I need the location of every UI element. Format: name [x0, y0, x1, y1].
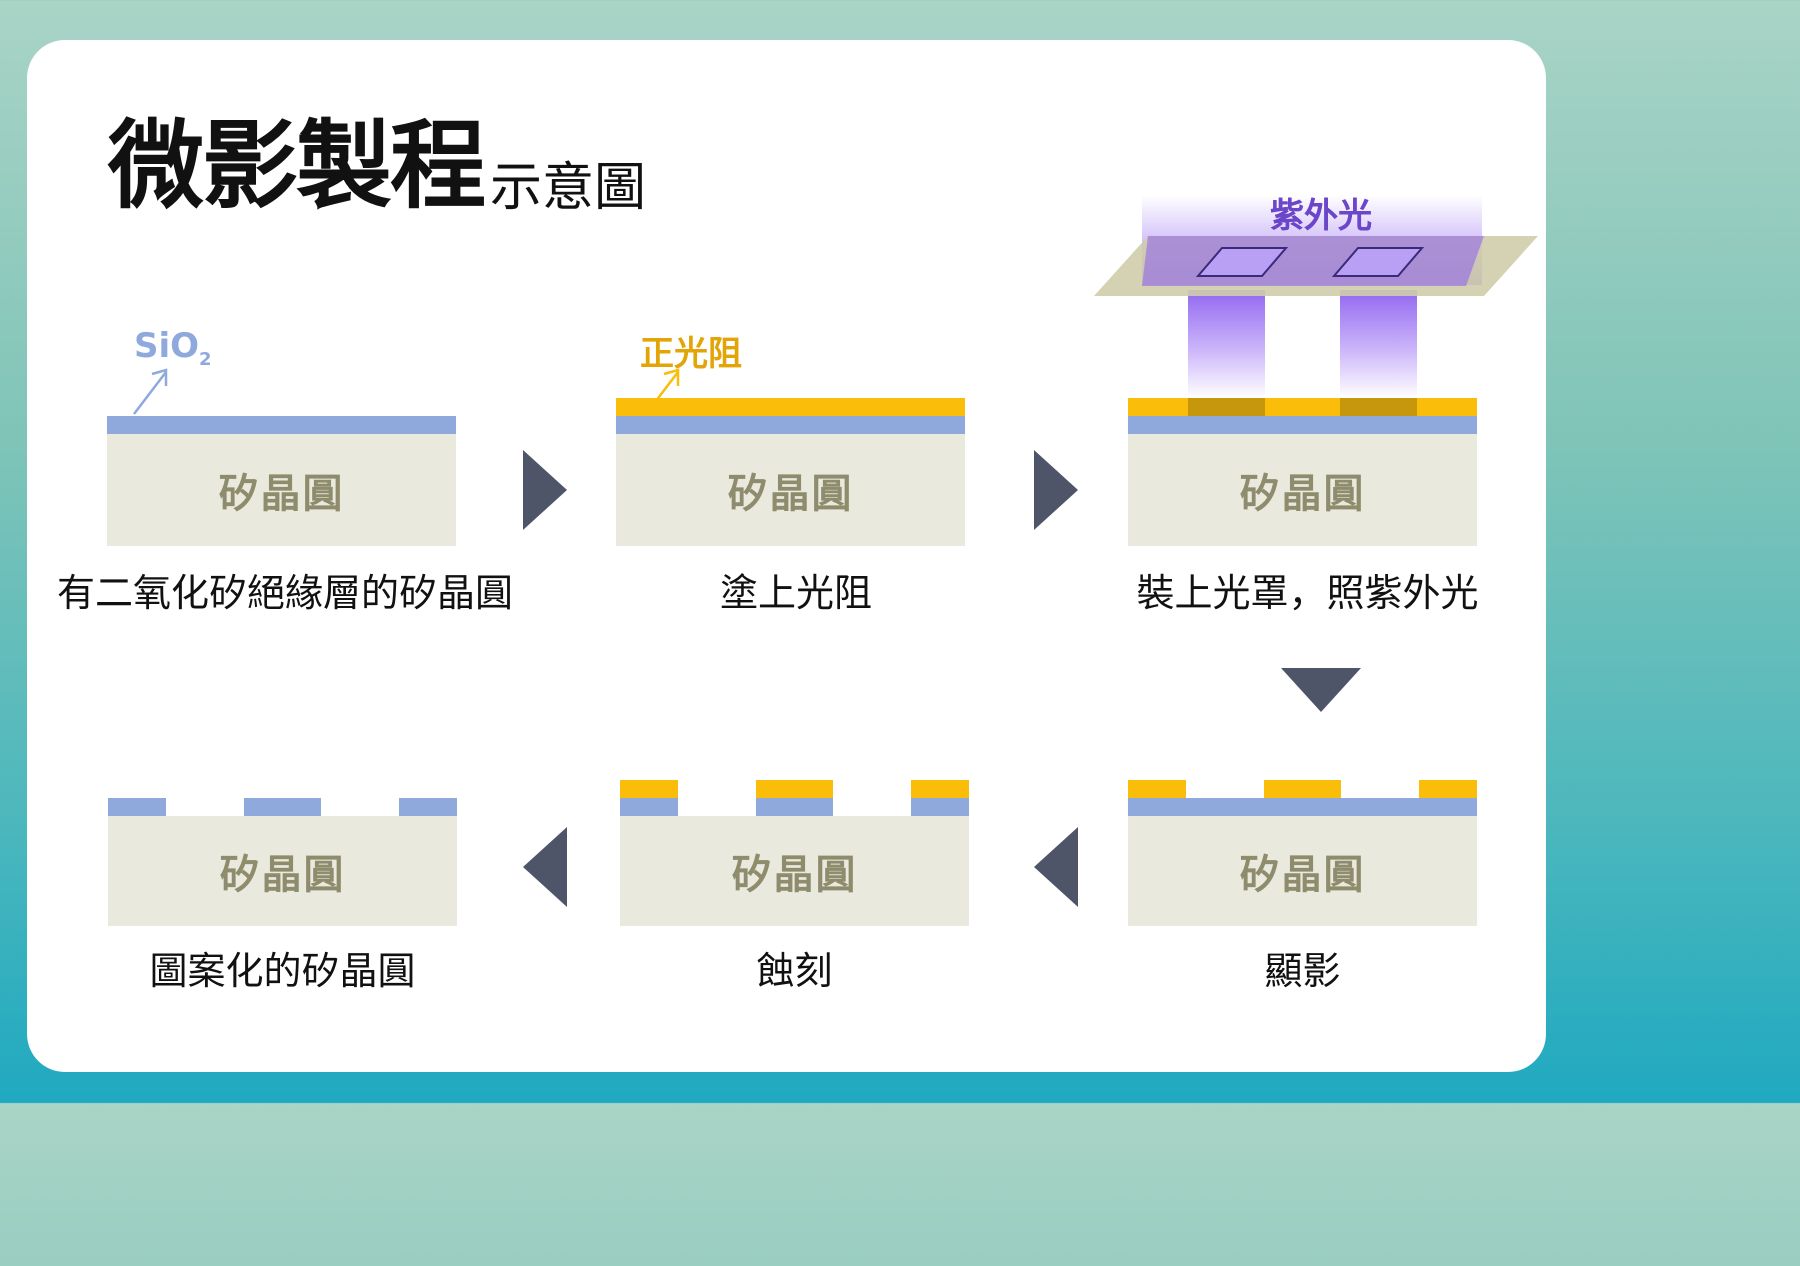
uv-beam — [1340, 290, 1417, 398]
arrow-left-icon — [523, 827, 567, 907]
wafer: 矽晶圓 — [1128, 816, 1477, 926]
exposed-resist — [1340, 398, 1417, 416]
oxide-layer — [107, 416, 456, 434]
oxide-layer — [244, 798, 321, 816]
oxide-layer — [1128, 416, 1477, 434]
title-sub: 示意圖 — [490, 158, 647, 218]
arrow-down-icon — [1281, 668, 1361, 712]
photoresist-label: 正光阻 — [640, 334, 742, 374]
step-caption: 顯影 — [1264, 949, 1341, 993]
photoresist-pointer-head — [663, 368, 680, 386]
oxide-layer — [108, 798, 166, 816]
arrow-left-icon — [1034, 827, 1078, 907]
photoresist-layer — [616, 398, 965, 416]
oxide-layer — [1128, 798, 1477, 816]
photoresist-layer — [1419, 780, 1477, 798]
wafer: 矽晶圓 — [108, 816, 457, 926]
oxide-layer — [756, 798, 833, 816]
step-caption: 有二氧化矽絕緣層的矽晶圓 — [56, 571, 513, 615]
arrow-right-icon — [523, 450, 567, 530]
oxide-layer — [620, 798, 678, 816]
sio2-pointer-head — [151, 368, 168, 386]
oxide-layer — [616, 416, 965, 434]
photoresist-layer — [1264, 780, 1341, 798]
step-caption: 圖案化的矽晶圓 — [149, 949, 416, 993]
uv-on-mask — [1142, 236, 1484, 286]
title-main: 微影製程 — [108, 110, 486, 222]
step-caption: 塗上光阻 — [719, 571, 872, 615]
diagram-overlay — [133, 236, 1538, 907]
arrow-right-icon — [1034, 450, 1078, 530]
wafer: 矽晶圓 — [107, 434, 456, 546]
mask-window — [1331, 247, 1425, 277]
mask-window — [1195, 247, 1289, 277]
exposed-resist — [1188, 398, 1265, 416]
sio2-pointer — [133, 371, 167, 415]
photoresist-layer — [620, 780, 678, 798]
wafer: 矽晶圓 — [1128, 434, 1477, 546]
photoresist-layer — [756, 780, 833, 798]
photoresist-pointer — [645, 371, 679, 415]
uv-label: 紫外光 — [1270, 196, 1372, 236]
step-caption: 裝上光罩，照紫外光 — [1136, 571, 1479, 615]
photoresist-layer — [911, 780, 969, 798]
wafer: 矽晶圓 — [616, 434, 965, 546]
step-caption: 蝕刻 — [756, 949, 833, 993]
photoresist-layer — [1128, 780, 1186, 798]
wafer: 矽晶圓 — [620, 816, 969, 926]
oxide-layer — [911, 798, 969, 816]
oxide-layer — [399, 798, 457, 816]
sio2-label: SiO2 — [134, 326, 212, 370]
uv-label: 紫外光 — [1270, 196, 1372, 236]
uv-beam — [1188, 290, 1265, 398]
